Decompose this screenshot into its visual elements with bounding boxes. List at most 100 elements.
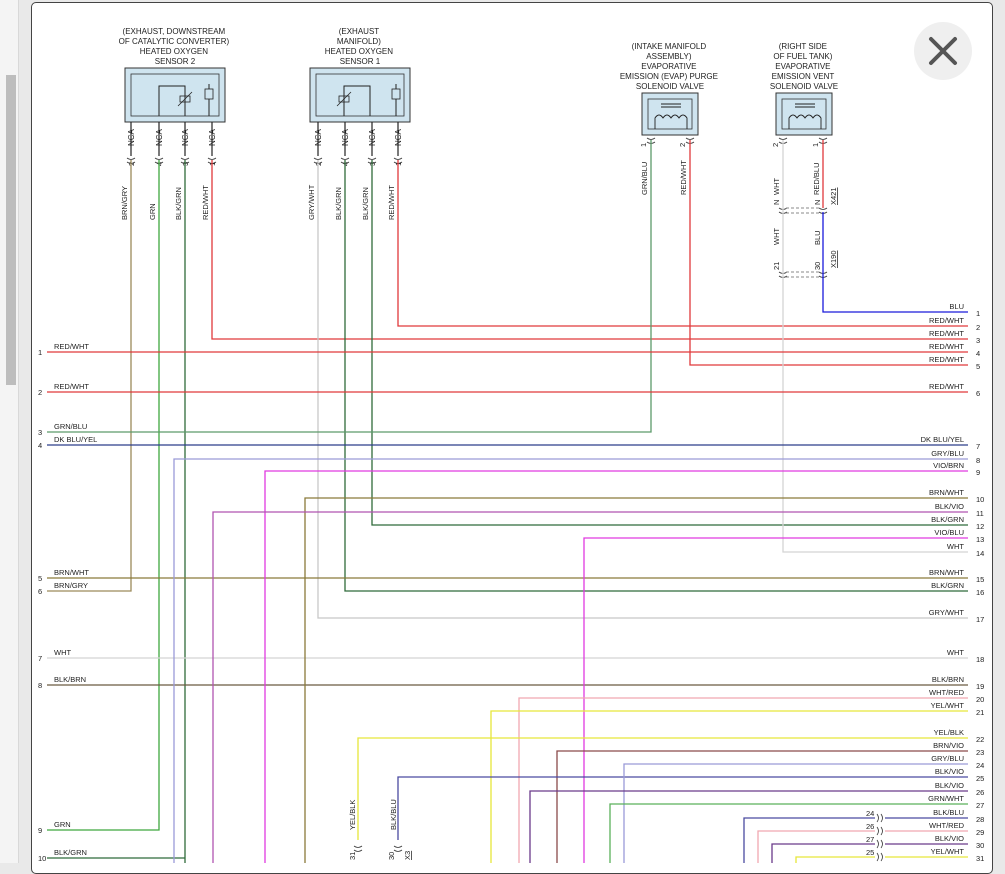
right-pin-labels: 1BLU2RED/WHT3RED/WHT4RED/WHT5RED/WHT6RED… — [921, 302, 985, 863]
right-pin-number: 1 — [976, 309, 980, 318]
wire-vio-blu-13 — [583, 537, 968, 863]
left-pin-wire: GRN/BLU — [54, 422, 87, 431]
left-pin-wire: WHT — [54, 648, 71, 657]
right-pin-wire: BLK/BLU — [933, 808, 964, 817]
right-pin-wire: RED/WHT — [929, 342, 964, 351]
right-pin-number: 14 — [976, 549, 984, 558]
x3-wire-right: BLK/BLU — [389, 799, 398, 830]
right-pin-number: 15 — [976, 575, 984, 584]
left-pin-wire: BLK/BRN — [54, 675, 86, 684]
right-pin-number: 24 — [976, 761, 984, 770]
right-pin-wire: YEL/WHT — [931, 847, 965, 856]
right-pin-wire: GRY/WHT — [929, 608, 965, 617]
right-pin-wire: YEL/BLK — [934, 728, 964, 737]
sensor-pin-wire: GRY/WHT — [307, 184, 316, 220]
right-pin-wire: BLK/VIO — [935, 502, 964, 511]
sensor-pin-wire: BRN/GRY — [120, 186, 129, 220]
left-pin-number: 6 — [38, 587, 42, 596]
left-pin-wire: RED/WHT — [54, 342, 89, 351]
x190-pin-right: 30 — [813, 262, 822, 270]
left-pin-number: 1 — [38, 348, 42, 357]
left-pin-number: 10 — [38, 854, 46, 863]
wire-brn-vio-23 — [556, 750, 968, 863]
sub-connector-pin: 27 — [866, 835, 874, 844]
x190-label: X190 — [829, 250, 838, 268]
x421-wire-right: BLU — [813, 230, 822, 245]
right-pin-wire: BLK/GRN — [931, 515, 964, 524]
connector-x190: 21 30 X190 — [772, 250, 838, 278]
valve-pin-wire: RED/BLU — [812, 162, 821, 195]
component-title-evap-vent-valve: (RIGHT SIDE OF FUEL TANK) EVAPORATIVE EM… — [770, 42, 838, 91]
connector-x421: N N X421 WHT BLU — [772, 187, 838, 245]
left-pin-wire: BRN/GRY — [54, 581, 88, 590]
wire-sub-24 — [743, 817, 875, 863]
right-pin-number: 23 — [976, 748, 984, 757]
right-pin-number: 11 — [976, 509, 984, 518]
right-pin-wire: RED/WHT — [929, 329, 964, 338]
diagram-sheet — [31, 2, 993, 874]
right-pin-number: 10 — [976, 495, 984, 504]
left-pin-wire: RED/WHT — [54, 382, 89, 391]
wire-purge-red-wht — [689, 140, 968, 366]
wire-purge-grn-blu — [47, 140, 652, 433]
right-pin-number: 31 — [976, 854, 984, 863]
right-pin-wire: BLK/BRN — [932, 675, 964, 684]
scrollbar-thumb[interactable] — [6, 75, 16, 385]
right-pin-number: 20 — [976, 695, 984, 704]
sensor-pin-wire: GRN — [148, 203, 157, 220]
x421-label: X421 — [829, 187, 838, 205]
left-gutter — [0, 0, 19, 863]
right-pin-number: 2 — [976, 323, 980, 332]
right-pin-number: 26 — [976, 788, 984, 797]
right-pin-wire: YEL/WHT — [931, 701, 965, 710]
x3-wire-left: YEL/BLK — [348, 800, 357, 830]
valve-pin-wire: RED/WHT — [679, 160, 688, 195]
right-pin-wire: VIO/BLU — [934, 528, 964, 537]
right-pin-wire: BLK/VIO — [935, 767, 964, 776]
connector-x3: YEL/BLK BLK/BLU 31 30 X3 — [348, 799, 412, 860]
left-pin-number: 9 — [38, 826, 42, 835]
right-pin-number: 21 — [976, 708, 984, 717]
wire-vio-brn-9 — [264, 470, 968, 863]
sub-connector-pin: 25 — [866, 848, 874, 857]
close-icon[interactable] — [914, 22, 972, 80]
right-pin-wire: BRN/WHT — [929, 488, 964, 497]
sub-connector-pin: 26 — [866, 822, 874, 831]
wire-s2-red-wht — [211, 160, 968, 340]
wire-vent-blu — [822, 212, 968, 313]
right-pin-number: 5 — [976, 362, 980, 371]
evap-purge-valve-symbol — [641, 92, 699, 136]
x190-pin-left: 21 — [772, 262, 781, 270]
sensor-pin-wire: RED/WHT — [387, 185, 396, 220]
right-pin-wire: RED/WHT — [929, 316, 964, 325]
wire-s1-red-wht — [397, 160, 968, 327]
right-pin-number: 19 — [976, 682, 984, 691]
wire-s2-brn-gry — [47, 160, 132, 592]
wire-sub-26 — [757, 830, 875, 863]
component-title-o2-sensor-1: (EXHAUST MANIFOLD) HEATED OXYGEN SENSOR … — [325, 27, 396, 66]
wire-yel-blk-22 — [357, 737, 968, 840]
left-pin-number: 5 — [38, 574, 42, 583]
right-pin-number: 25 — [976, 774, 984, 783]
wire-wht-red-20 — [518, 697, 968, 863]
right-pin-wire: GRN/WHT — [928, 794, 964, 803]
left-pin-number: 2 — [38, 388, 42, 397]
left-pin-number: 3 — [38, 428, 42, 437]
right-pin-number: 16 — [976, 588, 984, 597]
left-pin-number: 8 — [38, 681, 42, 690]
right-pin-wire: BLU — [949, 302, 964, 311]
wire-yel-wht-21 — [490, 710, 968, 863]
right-pin-number: 9 — [976, 468, 980, 477]
left-pin-number: 7 — [38, 654, 42, 663]
close-button[interactable] — [914, 22, 972, 80]
right-pin-wire: BLK/VIO — [935, 781, 964, 790]
wires — [47, 140, 968, 863]
wire-blk-vio-11 — [212, 511, 968, 863]
wire-s1-blk-grn-a — [344, 160, 968, 592]
sensor-pin-labels: NCA2BRN/GRYNCA4GRNNCA3BLK/GRNNCA1RED/WHT… — [120, 122, 403, 220]
right-pin-wire: BLK/VIO — [935, 834, 964, 843]
